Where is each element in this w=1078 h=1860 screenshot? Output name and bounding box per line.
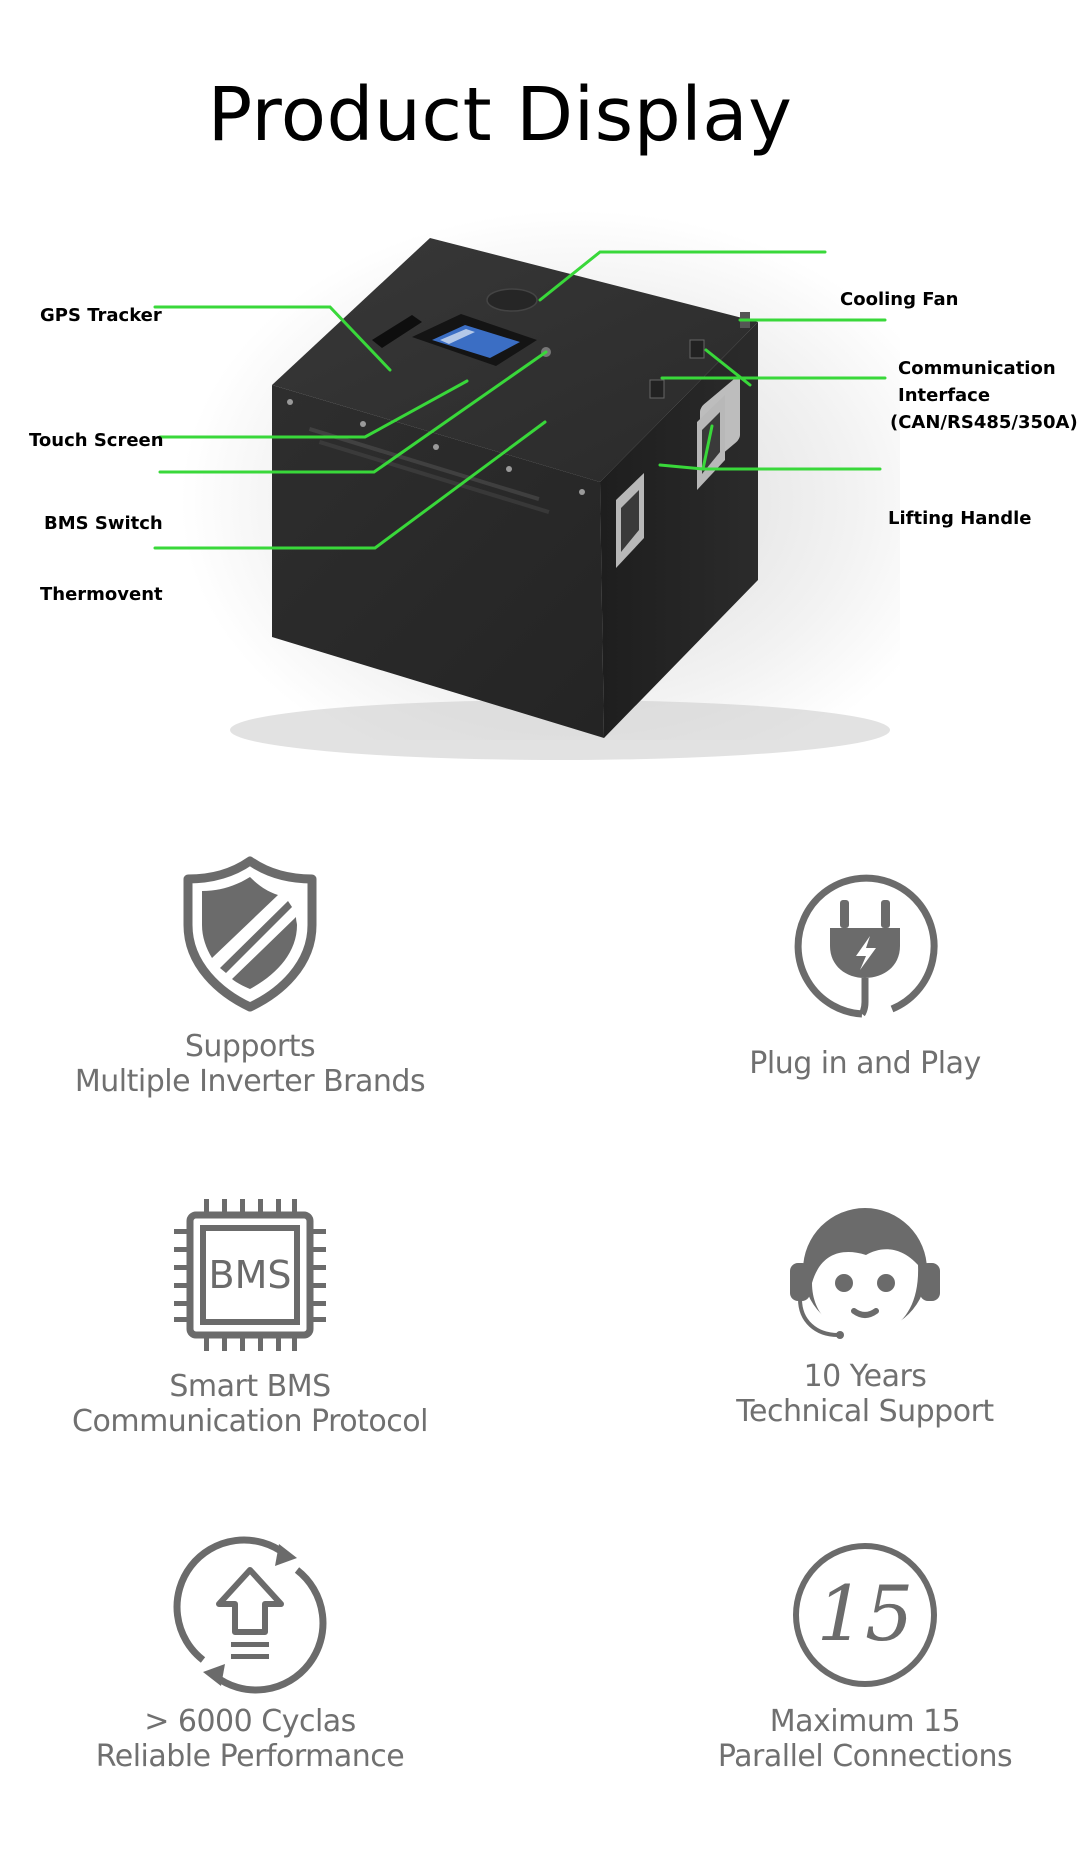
- feature-technical-support: 10 Years Technical Support: [655, 1195, 1075, 1429]
- feature-plug-and-play: Plug in and Play: [655, 870, 1075, 1081]
- feature-line: 10 Years: [803, 1359, 927, 1394]
- shield-icon: [183, 856, 317, 1012]
- callout-gps-tracker: GPS Tracker: [40, 305, 162, 326]
- callout-cooling-fan: Cooling Fan: [840, 289, 959, 310]
- bms-chip-icon: BMS: [174, 1199, 326, 1351]
- feature-text-parallel: Maximum 15 Parallel Connections: [655, 1704, 1075, 1774]
- feature-cycle-life: > 6000 Cyclas Reliable Performance: [40, 1536, 460, 1774]
- feature-line: Maximum 15: [769, 1704, 961, 1739]
- feature-text-bms: Smart BMS Communication Protocol: [40, 1369, 460, 1439]
- feature-line: Technical Support: [736, 1394, 994, 1429]
- cycle-upload-icon: [173, 1536, 327, 1694]
- feature-line: Reliable Performance: [95, 1739, 405, 1774]
- callout-communication-line3: (CAN/RS485/350A): [890, 412, 1078, 433]
- number-15-icon: 15: [793, 1543, 937, 1687]
- feature-parallel-connections: 15 Maximum 15 Parallel Connections: [655, 1540, 1075, 1774]
- feature-text-inverter: Supports Multiple Inverter Brands: [40, 1029, 460, 1099]
- callout-bms-switch: BMS Switch: [44, 513, 163, 534]
- callout-lifting-handle: Lifting Handle: [888, 508, 1032, 529]
- cooling-fan: [486, 288, 538, 312]
- bms-chip-label: BMS: [209, 1253, 292, 1297]
- cabinet-top: [272, 238, 758, 482]
- plug-icon: [794, 874, 938, 1018]
- feature-line: Parallel Connections: [717, 1739, 1013, 1774]
- feature-line: Communication Protocol: [72, 1404, 428, 1439]
- feature-line: > 6000 Cyclas: [144, 1704, 356, 1739]
- feature-text-support: 10 Years Technical Support: [655, 1359, 1075, 1429]
- touch-screen-display: [432, 325, 520, 358]
- callout-thermovent: Thermovent: [40, 584, 163, 605]
- feature-text-plug: Plug in and Play: [655, 1046, 1075, 1081]
- feature-text-cycles: > 6000 Cyclas Reliable Performance: [40, 1704, 460, 1774]
- callout-communication-line2: Interface: [898, 385, 991, 406]
- number-15-label: 15: [817, 1569, 914, 1658]
- feature-line: Smart BMS: [169, 1369, 331, 1404]
- page-title: Product Display: [207, 72, 793, 158]
- feature-inverter-brands: Supports Multiple Inverter Brands: [40, 855, 460, 1099]
- feature-smart-bms: BMS Smart BMS Communication Protocol: [40, 1195, 460, 1439]
- feature-line: Supports: [184, 1029, 316, 1064]
- product-illustration: GPS Tracker Touch Screen BMS Switch Ther…: [0, 190, 1078, 770]
- feature-line: Multiple Inverter Brands: [74, 1064, 426, 1099]
- callout-touch-screen: Touch Screen: [29, 430, 164, 451]
- support-headset-icon: [790, 1208, 940, 1339]
- feature-line: Plug in and Play: [749, 1046, 981, 1081]
- battery-cabinet-image: [153, 210, 900, 760]
- callout-communication-line1: Communication: [898, 358, 1056, 379]
- gps-tracker-slot: [372, 315, 422, 348]
